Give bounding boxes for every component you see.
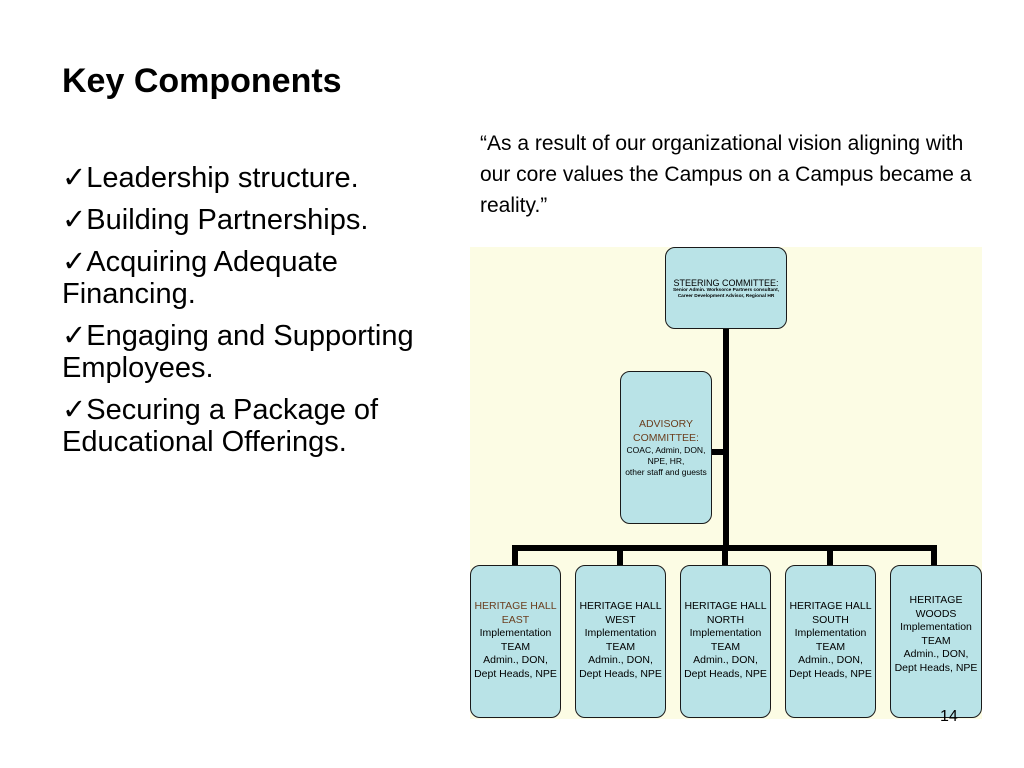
team-box-east: HERITAGE HALL EAST Implementation TEAM A…: [470, 565, 561, 718]
team-woods-name-2: WOODS: [915, 607, 957, 620]
team-north-name-2: NORTH: [706, 613, 745, 626]
advisory-committee-name-1: ADVISORY: [638, 418, 694, 430]
team-north-line-2: TEAM: [710, 640, 741, 653]
team-south-line-4: Dept Heads, NPE: [789, 667, 872, 680]
team-south-line-1: Implementation: [794, 627, 867, 639]
steering-committee-detail-1: Senior Admin. Worksorce Partners consult…: [672, 288, 780, 293]
team-north-line-1: Implementation: [689, 627, 762, 639]
advisory-committee-detail-2: NPE, HR,: [647, 456, 685, 466]
advisory-committee-detail-3: other staff and guests: [625, 467, 707, 477]
team-west-line-4: Dept Heads, NPE: [579, 667, 662, 680]
org-chart-connectors: [512, 329, 937, 565]
team-woods-line-1: Implementation: [900, 621, 972, 633]
team-box-south: HERITAGE HALL SOUTH Implementation TEAM …: [785, 565, 876, 718]
slide-title: Key Components: [62, 62, 342, 100]
org-chart: STEERING COMMITTEE: Senior Admin. Workso…: [470, 247, 982, 719]
team-west-line-1: Implementation: [584, 627, 657, 639]
steering-committee-detail-2: Career Development Advisor, Regional HR: [677, 294, 775, 299]
team-south-line-3: Admin., DON,: [798, 654, 863, 666]
bullet-financing: ✓Acquiring Adequate Financing.: [62, 246, 338, 310]
bullet-leadership: ✓Leadership structure.: [62, 162, 359, 194]
team-woods-line-2: TEAM: [921, 634, 951, 647]
key-components-list: ✓Leadership structure. ✓Building Partner…: [62, 162, 432, 468]
team-box-woods: HERITAGE WOODS Implementation TEAM Admin…: [890, 565, 982, 718]
team-east-line-4: Dept Heads, NPE: [474, 667, 557, 680]
team-east-name-1: HERITAGE HALL: [474, 600, 557, 612]
team-box-north: HERITAGE HALL NORTH Implementation TEAM …: [680, 565, 771, 718]
team-west-line-2: TEAM: [605, 640, 636, 653]
advisory-committee-detail-1: COAC, Admin, DON,: [626, 445, 706, 455]
team-east-line-3: Admin., DON,: [483, 654, 548, 666]
team-west-name-1: HERITAGE HALL: [579, 600, 662, 612]
team-north-line-3: Admin., DON,: [693, 654, 758, 666]
team-north-name-1: HERITAGE HALL: [684, 600, 767, 612]
team-east-line-2: TEAM: [500, 640, 531, 653]
vision-quote: “As a result of our organizational visio…: [480, 132, 972, 217]
team-east-name-2: EAST: [501, 613, 530, 626]
bullet-partnerships: ✓Building Partnerships.: [62, 204, 369, 236]
advisory-committee-box: ADVISORY COMMITTEE: COAC, Admin, DON, NP…: [620, 371, 712, 524]
team-east-line-1: Implementation: [479, 627, 552, 639]
team-box-west: HERITAGE HALL WEST Implementation TEAM A…: [575, 565, 666, 718]
team-south-name-2: SOUTH: [812, 613, 849, 626]
steering-committee-box: STEERING COMMITTEE: Senior Admin. Workso…: [665, 247, 787, 329]
page-number: 14: [940, 708, 958, 725]
bullet-education: ✓Securing a Package of Educational Offer…: [62, 394, 379, 458]
team-west-line-3: Admin., DON,: [588, 654, 653, 666]
advisory-committee-name-2: COMMITTEE:: [633, 431, 699, 444]
team-west-name-2: WEST: [605, 613, 636, 626]
steering-committee-name: STEERING COMMITTEE:: [673, 278, 779, 288]
team-south-name-1: HERITAGE HALL: [789, 600, 872, 612]
team-north-line-4: Dept Heads, NPE: [684, 667, 767, 680]
team-woods-line-3: Admin., DON,: [903, 648, 969, 660]
bullet-employees: ✓Engaging and Supporting Employees.: [62, 320, 414, 384]
team-woods-name-1: HERITAGE: [909, 594, 963, 606]
team-south-line-2: TEAM: [815, 640, 846, 653]
team-woods-line-4: Dept Heads, NPE: [894, 661, 978, 674]
